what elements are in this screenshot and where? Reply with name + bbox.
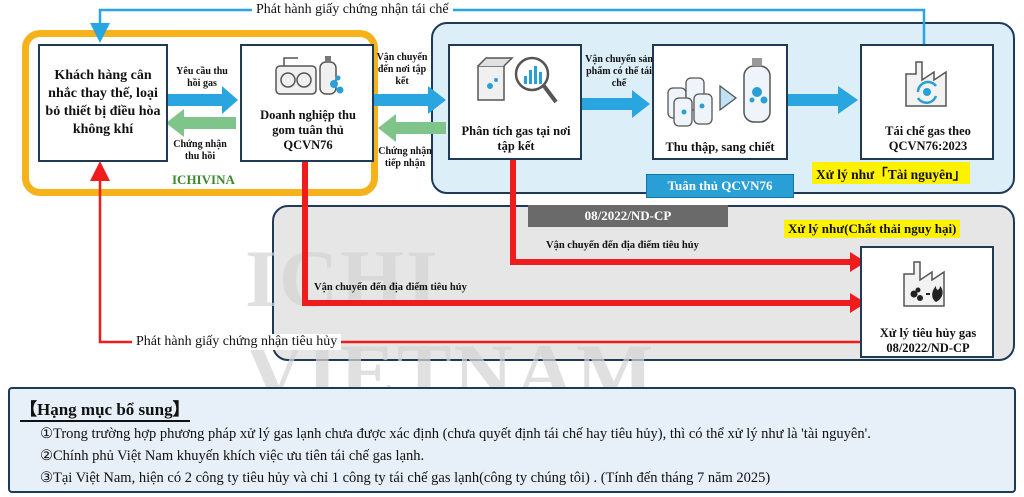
fill-box: Thu thập, sang chiết: [652, 44, 788, 160]
notes-title: 【Hạng mục bổ sung】: [20, 395, 190, 422]
destroy-cert-line: [90, 161, 860, 344]
resource-label: Xử lý như「Tài nguyên」: [812, 162, 971, 184]
recycle-cert-line: [90, 8, 926, 44]
cylinders-refill-icon: [667, 58, 771, 127]
collect-cert-label: Chứng nhận thu hồi: [173, 139, 227, 162]
collect-cert-arrow: [166, 109, 236, 137]
decree-banner: 08/2022/ND-CP: [528, 205, 728, 227]
collector-box: Doanh nghiệp thu gom tuân thủ QCVN76: [240, 44, 374, 162]
hazardous-label: Xử lý như(Chất thải nguy hại): [784, 220, 961, 238]
transport-recyclable-arrow: [582, 90, 650, 118]
fill-text: Thu thập, sang chiết: [665, 140, 775, 154]
destroy-box: Xử lý tiêu hủy gas 08/2022/ND-CP: [860, 246, 994, 358]
collector-text: Doanh nghiệp thu gom tuân thủ QCVN76: [260, 108, 356, 152]
transport-hub-arrow: [374, 86, 446, 114]
analysis-text: Phân tích gas tại nơi tập kết: [461, 124, 571, 153]
note-item-3: ③Tại Việt Nam, hiện có 2 công ty tiêu hủ…: [40, 470, 771, 486]
ichivina-label: ICHIVINA: [172, 172, 235, 187]
request-label: Yêu cầu thu hồi gas: [176, 66, 228, 89]
ichivina-frame: [22, 30, 378, 196]
receive-cert-arrow: [378, 114, 446, 142]
note-item-2: ②Chính phủ Việt Nam khuyến khích việc ưu…: [40, 448, 425, 464]
factory-fire-icon: [903, 261, 945, 307]
request-arrow: [168, 86, 238, 114]
customer-text: Khách hàng cân nhắc thay thế, loại bỏ th…: [45, 68, 161, 137]
analysis-chart-icon: [477, 56, 558, 104]
qcvn76-banner: Tuân thủ QCVN76: [646, 174, 794, 198]
collector-to-destroy-line: [302, 162, 852, 306]
recycle-text: Tái chế gas theo QCVN76:2023: [885, 124, 971, 153]
factory-recycle-icon: [905, 61, 947, 107]
recycle-arrow: [788, 86, 858, 114]
transport-recyclable-label: Vận chuyển sản phẩm có thể tái chế: [585, 54, 653, 89]
analysis-to-destroy-line: [510, 160, 852, 265]
notes-panel: 【Hạng mục bổ sung】 ①Trong trường hợp phư…: [8, 387, 1016, 493]
recycle-box: Tái chế gas theo QCVN76:2023: [860, 44, 994, 160]
receive-cert-label: Chứng nhận tiếp nhận: [378, 146, 432, 169]
destroy-text: Xử lý tiêu hủy gas 08/2022/ND-CP: [879, 326, 977, 355]
transport-destroy-label-2: Vận chuyển đến địa điểm tiêu hủy: [314, 282, 467, 293]
destroy-cert-label: Phát hành giấy chứng nhận tiêu hủy: [132, 334, 342, 350]
customer-box: Khách hàng cân nhắc thay thế, loại bỏ th…: [38, 44, 168, 162]
recycle-cert-label: Phát hành giấy chứng nhận tái chế: [252, 2, 453, 18]
transport-hub-label: Vận chuyển đến nơi tập kết: [376, 52, 428, 87]
analysis-box: Phân tích gas tại nơi tập kết: [448, 44, 582, 160]
transport-destroy-label-1: Vận chuyển đến địa điểm tiêu hủy: [546, 240, 699, 251]
note-item-1: ①Trong trường hợp phương pháp xử lý gas …: [40, 426, 871, 442]
gas-cylinders-icon: [275, 56, 344, 95]
